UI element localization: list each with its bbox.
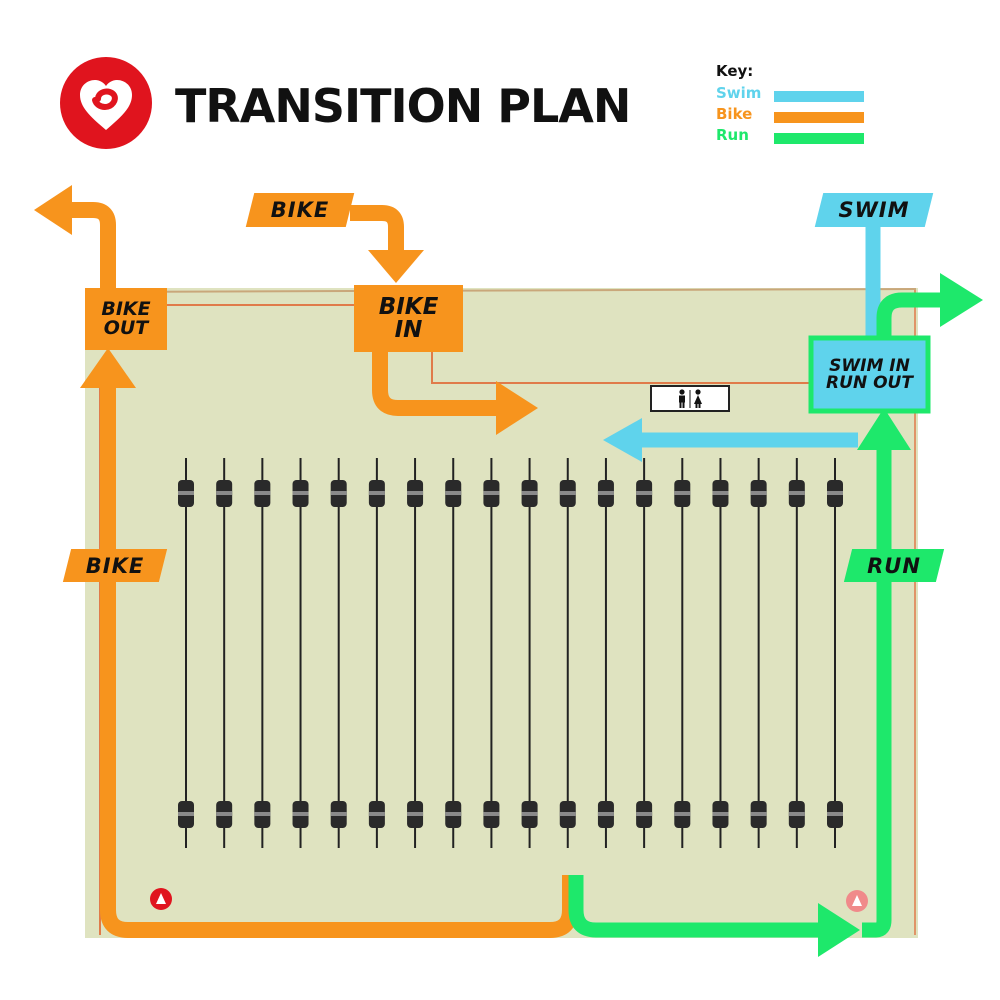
- run-side-tag: RUN: [843, 549, 945, 582]
- bike-exit-arrowhead: [34, 185, 72, 235]
- bike-out-label-line1: BIKE: [101, 298, 151, 320]
- bike-rack: [216, 458, 233, 848]
- legend-swatch-run: [774, 133, 864, 144]
- cone-icon: [846, 890, 868, 912]
- bike-up-arrowhead: [80, 348, 136, 388]
- bike-racks: [178, 458, 843, 848]
- page-title: TRANSITION PLAN: [175, 79, 631, 133]
- swim-arrowhead: [603, 418, 642, 462]
- restroom-icon: [679, 388, 702, 408]
- restroom-sign: [650, 385, 730, 412]
- bike-out-box: [85, 288, 167, 350]
- bike-loop-path: [100, 372, 578, 938]
- swim-in-run-out-label: SWIM IN RUN OUT: [811, 338, 928, 411]
- bike-out-label-line2: OUT: [103, 317, 149, 339]
- bike-rack: [445, 458, 462, 848]
- bike-rack: [292, 458, 309, 848]
- legend-label-swim: Swim: [716, 84, 762, 102]
- bike-in-box: [354, 285, 463, 352]
- swim-entry-tag: SWIM: [814, 193, 934, 227]
- bike-entry-tag: BIKE: [245, 193, 355, 227]
- bike-path: [34, 185, 578, 938]
- run-path: [568, 273, 983, 957]
- run-exit-arrowhead: [940, 273, 983, 327]
- bike-in-label-line1: BIKE: [378, 293, 439, 320]
- bike-rack: [559, 458, 576, 848]
- heart-swirl-logo-icon: [60, 57, 152, 149]
- swim-in-run-out-label-line2: RUN OUT: [826, 372, 913, 393]
- bike-side-tag: BIKE: [62, 549, 168, 582]
- swim-in-run-out-label-line1: SWIM IN: [829, 355, 910, 376]
- bike-rack: [788, 458, 805, 848]
- run-side-tag-label: RUN: [867, 553, 921, 578]
- bike-rack: [827, 458, 843, 848]
- run-up-arrowhead: [857, 408, 911, 450]
- bike-exit-path: [65, 202, 116, 292]
- bike-to-racks-arrowhead: [496, 381, 538, 435]
- bike-in-label-line2: IN: [394, 316, 423, 343]
- bike-rack: [750, 458, 767, 848]
- run-bottom-arrowhead: [818, 903, 860, 957]
- guide-line-mid: [431, 352, 815, 384]
- bike-rack: [712, 458, 729, 848]
- area-edge-top: [84, 288, 917, 293]
- bike-rack: [674, 458, 691, 848]
- legend-swatch-bike: [774, 112, 864, 123]
- legend-label-run: Run: [716, 126, 749, 144]
- bike-rack: [636, 458, 653, 848]
- bike-out-label: BIKE OUT: [85, 288, 167, 350]
- legend-label-bike: Bike: [716, 105, 753, 123]
- run-bottom-path: [568, 875, 822, 938]
- bike-rack: [330, 458, 347, 848]
- bike-rack: [597, 458, 614, 848]
- legend: Key: Swim Bike Run: [716, 62, 876, 152]
- bike-to-racks-path: [372, 352, 500, 416]
- bike-entry-tag-label: BIKE: [270, 198, 330, 222]
- swim-path: [603, 226, 881, 462]
- swim-in-run-out-box: [808, 335, 931, 414]
- bike-entry-arrowhead: [368, 250, 424, 283]
- swim-entry-tag-label: SWIM: [838, 198, 910, 222]
- run-exit-path: [876, 292, 945, 337]
- run-up-path: [862, 440, 892, 938]
- bike-rack: [254, 458, 271, 848]
- cone-icon: [150, 888, 172, 910]
- legend-swatch-swim: [774, 91, 864, 102]
- legend-title: Key:: [716, 62, 754, 80]
- bike-rack: [407, 458, 424, 848]
- bike-side-tag-label: BIKE: [85, 553, 145, 578]
- bike-in-label: BIKE IN: [354, 285, 463, 352]
- bike-rack: [368, 458, 385, 848]
- bike-entry-path: [350, 205, 404, 252]
- bike-rack: [521, 458, 538, 848]
- bike-rack: [483, 458, 500, 848]
- bike-rack: [178, 458, 194, 848]
